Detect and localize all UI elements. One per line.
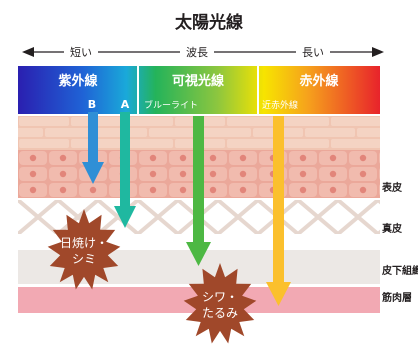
near-infrared-arrow — [266, 116, 291, 306]
sunburn-spots-badge: 日焼け・ シミ — [47, 209, 121, 290]
axis-right-arrowhead — [372, 47, 384, 57]
axis-left-arrowhead — [22, 47, 34, 57]
wrinkles-sagging-badge: シワ・ たるみ — [183, 263, 257, 344]
blue-light-arrow — [186, 116, 211, 266]
sunburn-text-line1: 日焼け・ — [60, 236, 108, 250]
sunburn-text-line2: シミ — [72, 252, 96, 266]
visible-light-label: 可視光線 — [172, 73, 225, 89]
wrinkles-text-line1: シワ・ — [202, 290, 238, 304]
near-infrared-label: 近赤外線 — [262, 99, 298, 111]
axis-short-label: 短い — [70, 45, 92, 59]
uva-arrow — [114, 112, 136, 228]
uvb-arrow — [82, 112, 104, 184]
spectrum-band: 紫外線 可視光線 赤外線 B A ブルーライト 近赤外線 — [18, 66, 380, 114]
wavelength-axis: 短い 波長 長い — [22, 44, 384, 60]
blue-light-label: ブルーライト — [144, 99, 198, 111]
uvb-label: B — [88, 98, 96, 111]
diagram-title: 太陽光線 — [175, 12, 243, 33]
axis-long-label: 長い — [302, 46, 324, 59]
muscle-layer-label: 筋肉層 — [381, 291, 412, 304]
dermis-label: 真皮 — [382, 222, 402, 235]
wrinkles-text-line2: たるみ — [202, 306, 238, 320]
spectrum-gradient — [18, 66, 380, 114]
infrared-label: 赤外線 — [299, 73, 339, 89]
subcutaneous-label: 皮下組織 — [381, 264, 418, 277]
epidermis-label: 表皮 — [381, 181, 402, 194]
axis-wavelength-label: 波長 — [186, 46, 208, 59]
uva-label: A — [121, 98, 130, 111]
uv-label: 紫外線 — [58, 73, 98, 89]
